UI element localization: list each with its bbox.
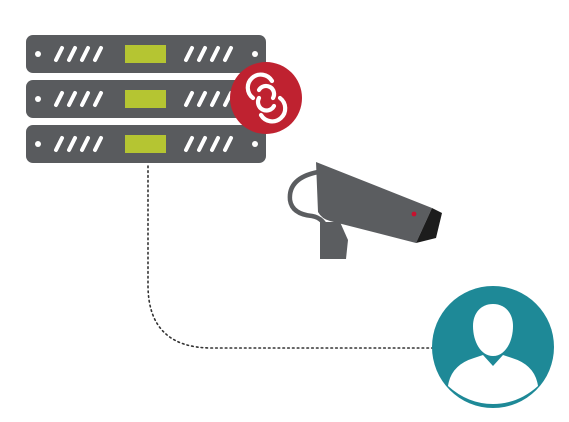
dotted-connector (147, 165, 433, 349)
server-unit (26, 35, 266, 73)
server-unit (26, 125, 266, 163)
user-avatar-icon (432, 286, 554, 408)
server-rack-icon (26, 35, 266, 163)
security-logo-icon (230, 62, 302, 134)
surveillance-camera-icon (287, 162, 442, 259)
camera-led-indicator (411, 211, 417, 217)
server-unit (26, 80, 266, 118)
